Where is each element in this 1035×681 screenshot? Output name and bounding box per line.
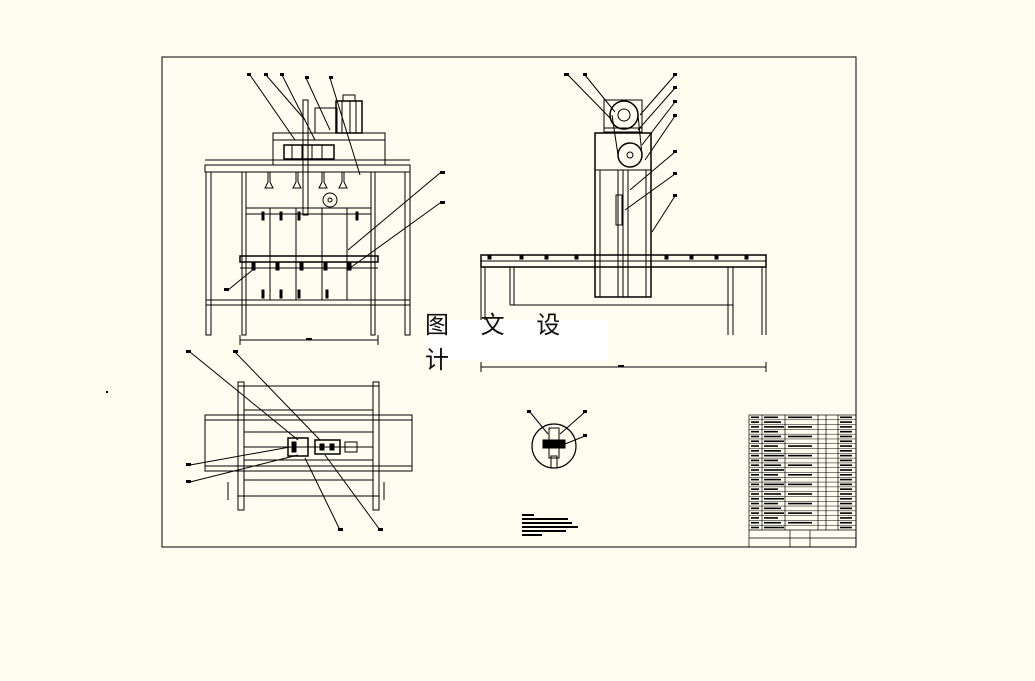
title-block-cell-mark <box>764 497 784 500</box>
title-block-cell-mark <box>751 440 759 443</box>
title-block-cell-mark <box>751 416 759 419</box>
title-block-cell-mark <box>751 488 759 490</box>
title-block-cell-mark <box>788 493 812 495</box>
title-block-text <box>751 416 852 529</box>
part-labels <box>186 73 677 531</box>
title-block-cell-mark <box>840 493 852 495</box>
title-block-cell-mark <box>840 430 852 433</box>
title-block-cell-mark <box>751 497 759 500</box>
title-block-cell-mark <box>840 521 852 524</box>
title-block-rows <box>749 419 856 526</box>
title-block-cell-mark <box>751 459 759 462</box>
title-block-cell-mark <box>840 440 852 443</box>
title-block-cell-mark <box>764 445 778 447</box>
title-block-cell-mark <box>751 430 759 433</box>
title-block-cell-mark <box>840 459 852 462</box>
title-block-cell-mark <box>751 493 759 495</box>
title-block-cell-mark <box>788 454 812 457</box>
title-block-cell-mark <box>764 450 781 452</box>
title-block-cell-mark <box>751 512 759 514</box>
title-block-cell-mark <box>764 459 778 462</box>
title-block-cell-mark <box>764 526 784 529</box>
title-block-cell-mark <box>788 474 812 476</box>
title-block-cell-mark <box>764 430 778 433</box>
title-block-cell-mark <box>764 440 784 443</box>
title-block-cell-mark <box>764 493 781 495</box>
title-block-cell-mark <box>840 474 852 476</box>
title-block-cell-mark <box>788 435 812 438</box>
title-block-cell-mark <box>764 474 778 476</box>
title-block-cell-mark <box>840 502 852 505</box>
title-block-cell-mark <box>840 416 852 419</box>
title-block-cell-mark <box>751 478 759 481</box>
title-block-cell-mark <box>751 445 759 447</box>
side-view <box>480 74 767 372</box>
title-block-cell-mark <box>840 464 852 467</box>
title-block-cell-mark <box>764 421 781 423</box>
title-block-cell-mark <box>788 464 812 467</box>
title-block-cell-mark <box>788 502 812 505</box>
title-block-cell-mark <box>751 450 759 452</box>
title-block-cell-mark <box>751 454 759 457</box>
title-block-cell-mark <box>788 521 812 524</box>
title-block-cell-mark <box>840 426 852 428</box>
title-block-cell-mark <box>840 454 852 457</box>
title-block-cell-mark <box>840 483 852 486</box>
title-block-cell-mark <box>788 416 812 419</box>
top-view <box>189 351 413 531</box>
title-block-cell-mark <box>840 478 852 481</box>
title-block-cell-mark <box>764 478 781 481</box>
notes <box>522 514 578 536</box>
title-block-cell-mark <box>788 445 812 447</box>
title-block-cell-mark <box>840 469 852 471</box>
title-block-cell-mark <box>751 421 759 423</box>
sheet-border <box>161 56 857 548</box>
title-block-cell-mark <box>764 483 784 486</box>
title-block-cell-mark <box>788 483 812 486</box>
title-block-cell-mark <box>840 445 852 447</box>
watermark-label: 图 文 设 计 <box>425 311 607 374</box>
title-block-cell-mark <box>751 426 759 428</box>
title-block-cell-mark <box>764 517 778 519</box>
title-block-cell-mark <box>751 464 759 467</box>
stray-dot <box>106 391 108 393</box>
title-block-cell-mark <box>764 488 778 490</box>
title-block-cell-mark <box>751 517 759 519</box>
title-block-cell-mark <box>751 526 759 529</box>
title-block-cell-mark <box>788 512 812 514</box>
title-block-cell-mark <box>751 483 759 486</box>
title-block-cell-mark <box>751 521 759 524</box>
title-block-cell-mark <box>840 488 852 490</box>
title-block-cell-mark <box>764 469 784 471</box>
title-block-cell-mark <box>840 507 852 510</box>
title-block-cell-mark <box>764 507 781 510</box>
title-block-cell-mark <box>840 497 852 500</box>
title-block-cell-mark <box>751 435 759 438</box>
title-block-cell-mark <box>764 454 784 457</box>
title-block-cell-mark <box>764 426 784 428</box>
title-block-cell-mark <box>764 416 778 419</box>
detail-view <box>529 411 586 469</box>
title-block-cell-mark <box>840 450 852 452</box>
title-block-cell-mark <box>764 435 781 438</box>
title-block-cell-mark <box>751 502 759 505</box>
title-block-cell-mark <box>840 512 852 514</box>
title-block-cell-mark <box>840 421 852 423</box>
title-block-cell-mark <box>764 512 784 514</box>
title-block-cell-mark <box>751 507 759 510</box>
front-view <box>204 74 441 345</box>
title-block-cell-mark <box>764 464 781 467</box>
title-block-cell-mark <box>751 474 759 476</box>
title-block-cell-mark <box>840 517 852 519</box>
title-block-cell-mark <box>751 469 759 471</box>
title-block-cell-mark <box>840 435 852 438</box>
title-block-cell-mark <box>764 502 778 505</box>
title-block-cell-mark <box>840 526 852 529</box>
title-block-cell-mark <box>788 426 812 428</box>
title-block-cell-mark <box>764 521 781 524</box>
